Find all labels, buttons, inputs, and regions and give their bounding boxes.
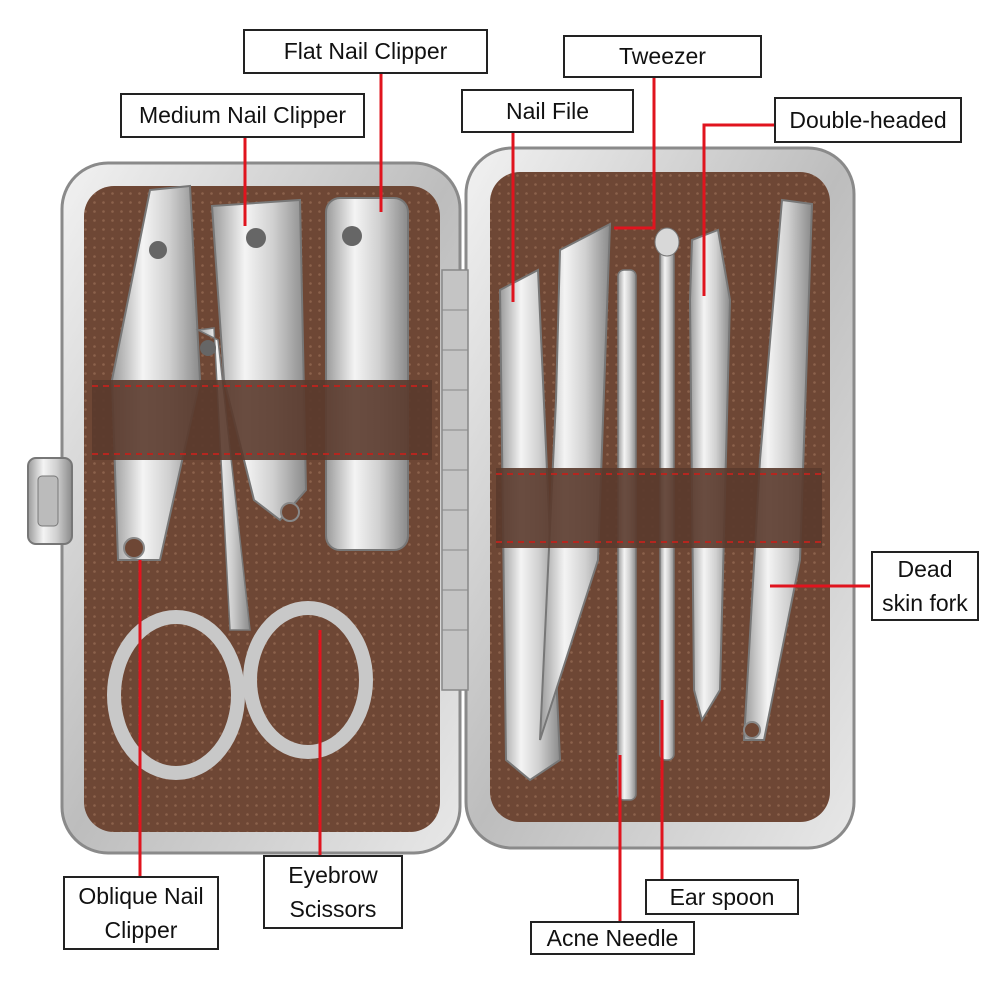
- label-ear-spoon: Ear spoon: [645, 879, 799, 915]
- leader-double-headed: [702, 123, 775, 296]
- label-acne-needle: Acne Needle: [530, 921, 695, 955]
- label-flat-nail-clipper: Flat Nail Clipper: [243, 29, 488, 74]
- leader-lines: [138, 74, 870, 922]
- label-nail-file: Nail File: [461, 89, 634, 133]
- case-clasp: [27, 457, 73, 545]
- label-eyebrow-scissors: Eyebrow Scissors: [263, 855, 403, 929]
- label-double-headed: Double-headed: [774, 97, 962, 143]
- label-oblique-nail-clipper: Oblique Nail Clipper: [63, 876, 219, 950]
- label-dead-skin-fork: Dead skin fork: [871, 551, 979, 621]
- eyebrow-scissors-tool: [107, 327, 373, 780]
- strap-left: [92, 380, 432, 460]
- case-hinge: [441, 269, 469, 691]
- oblique-nail-clipper-tool: [110, 184, 202, 561]
- strap-right: [496, 468, 822, 548]
- label-tweezer: Tweezer: [563, 35, 762, 78]
- flat-nail-clipper-tool: [325, 197, 409, 551]
- leader-tweezer: [614, 76, 656, 230]
- label-medium-nail-clipper: Medium Nail Clipper: [120, 93, 365, 138]
